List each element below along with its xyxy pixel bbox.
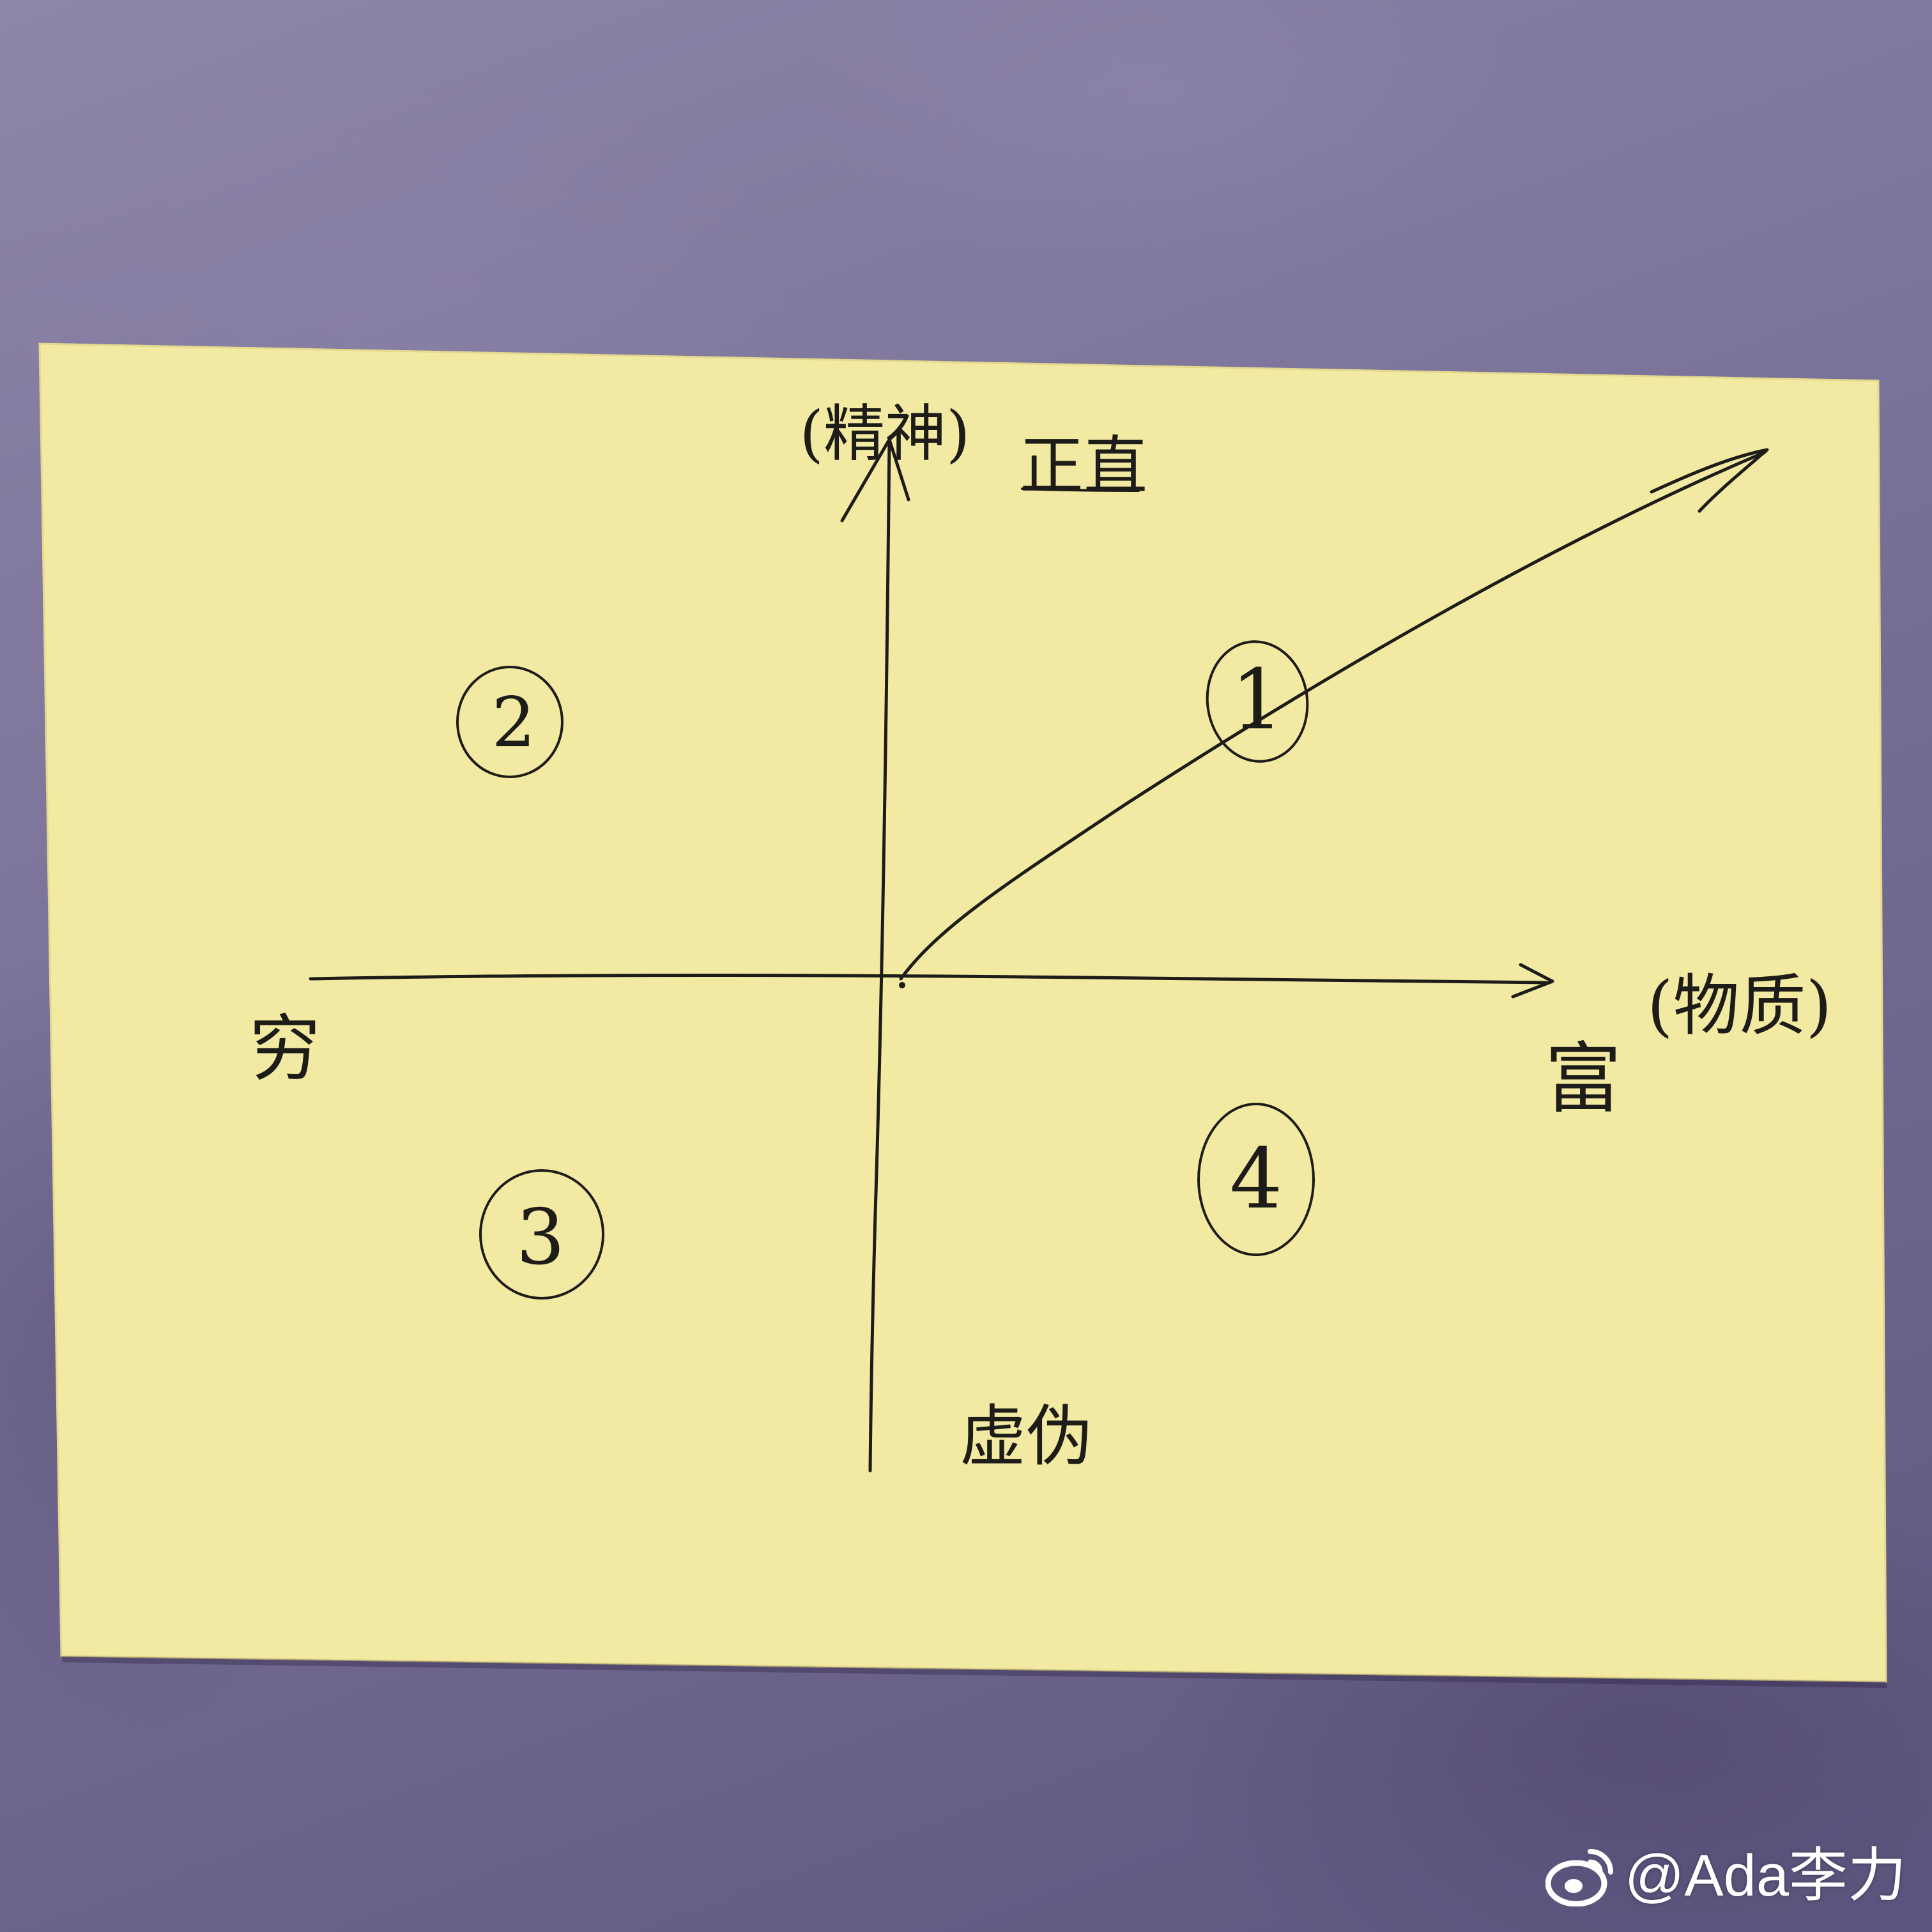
x-axis-left-label: 穷 xyxy=(249,1008,321,1091)
quadrant-3-label: 3 xyxy=(516,1193,565,1282)
quadrant-2-label: 2 xyxy=(492,683,536,763)
paper-sheet xyxy=(38,342,1887,1683)
quadrant-4-circle xyxy=(1197,1103,1315,1256)
y-axis-top-paren-label: (精神) xyxy=(800,398,970,470)
quadrant-1-label: 1 xyxy=(1231,651,1284,748)
y-axis-bottom-label: 虚伪 xyxy=(960,1397,1092,1475)
quadrant-4-label: 4 xyxy=(1230,1130,1283,1227)
x-axis-right-paren-label: (物质) xyxy=(1647,967,1832,1045)
growth-line-arrowhead xyxy=(1650,448,1769,513)
watermark-text: @Ada李力 xyxy=(1624,1843,1906,1908)
y-axis-arrowhead xyxy=(840,438,910,523)
x-axis-line xyxy=(309,974,1548,985)
watermark: @Ada李力 xyxy=(1545,1845,1906,1906)
y-axis-top-underline xyxy=(1021,487,1140,492)
quadrant-2-circle xyxy=(456,666,564,778)
y-axis-top-label: 正直 xyxy=(1020,429,1147,503)
origin-dot xyxy=(899,982,905,988)
growth-line xyxy=(899,450,1767,981)
weibo-icon xyxy=(1545,1849,1613,1906)
y-axis-line xyxy=(868,439,891,1473)
x-axis-arrowhead xyxy=(1511,963,1554,999)
quadrant-3-circle xyxy=(479,1169,604,1300)
quadrant-1-circle xyxy=(1206,640,1309,763)
paper-shadow xyxy=(61,1656,1887,1688)
x-axis-right-label: 富 xyxy=(1545,1035,1621,1124)
